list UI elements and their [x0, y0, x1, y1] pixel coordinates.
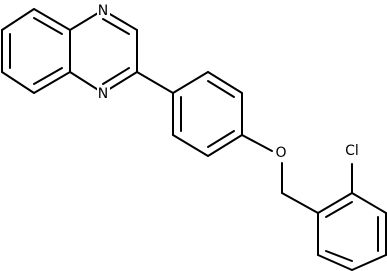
atom-label-n1-group: N: [97, 2, 110, 19]
atom-label-n1: N: [98, 3, 108, 19]
double-bond-inner: [207, 130, 235, 148]
bond: [317, 192, 353, 214]
double-bond-inner: [33, 67, 63, 85]
double-bond-inner: [325, 201, 353, 218]
atom-label-n4-group: N: [97, 85, 110, 102]
chlorophenyl-ring: [317, 192, 387, 271]
bond: [207, 71, 243, 94]
bond: [172, 71, 209, 94]
atom-label-chlorine: Cl: [345, 143, 359, 159]
bond: [1, 8, 35, 31]
quinoxaline-benzo-ring: [1, 8, 71, 94]
double-bond-inner: [207, 80, 235, 98]
double-bond-inner: [102, 18, 130, 35]
phenylene-ring: [172, 71, 243, 157]
bond: [207, 134, 243, 157]
atom-label-chlorine-group: Cl: [341, 140, 363, 159]
double-bond-inner: [102, 67, 130, 85]
biaryl-bond: [136, 71, 174, 94]
double-bond-inner: [325, 250, 353, 262]
methylene-aryl-bond: [281, 192, 319, 214]
bond: [172, 134, 209, 157]
bond: [351, 254, 387, 271]
atom-label-oxygen: O: [275, 145, 286, 161]
bond: [33, 8, 71, 31]
bond: [1, 71, 35, 94]
bond: [351, 192, 387, 214]
double-bond-inner: [33, 17, 63, 35]
aryl-oxygen-bond: [241, 134, 273, 152]
quinoxaline-pyrazine-ring: [69, 9, 138, 94]
bond: [33, 71, 71, 94]
bond: [317, 254, 353, 271]
atom-label-oxygen-group: O: [274, 143, 289, 161]
atom-label-n4: N: [98, 86, 108, 102]
